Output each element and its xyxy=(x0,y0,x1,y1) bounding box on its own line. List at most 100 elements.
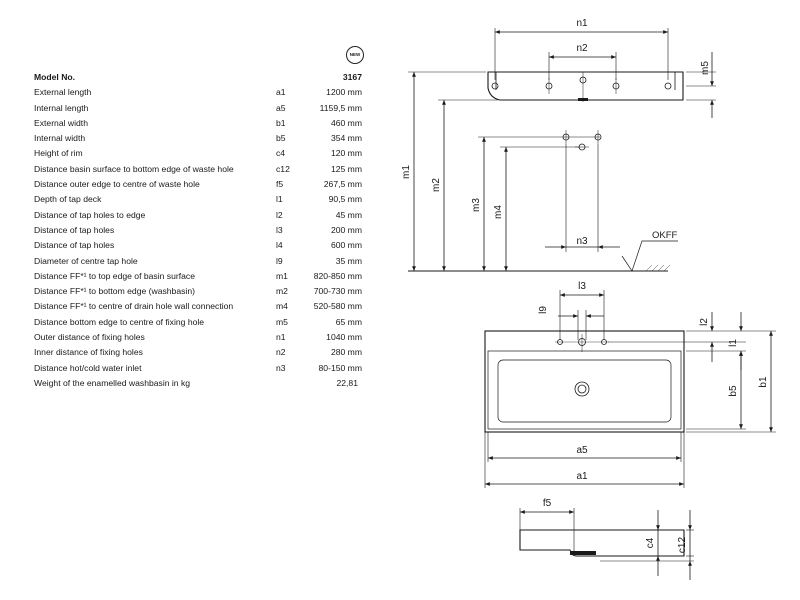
dim-l2: l2 xyxy=(699,318,710,326)
spec-row: Diameter of centre tap hole l9 35 mm xyxy=(34,254,374,269)
spec-value: 120 mm xyxy=(330,148,362,159)
spec-label: Height of rim xyxy=(34,148,83,159)
spec-code: c12 xyxy=(276,163,290,174)
spec-value: 700-730 mm xyxy=(313,286,362,297)
floor-marker xyxy=(621,240,678,272)
spec-code: l9 xyxy=(276,255,283,266)
spec-table: Model No. 3167 External length a1 1200 mm I… xyxy=(34,70,374,391)
spec-label: Diameter of centre tap hole xyxy=(34,255,138,266)
spec-label: Distance basin surface to bottom edge of… xyxy=(34,163,234,174)
spec-code: n3 xyxy=(276,362,286,373)
spec-code: l3 xyxy=(276,224,283,235)
spec-value: 267,5 mm xyxy=(323,179,362,190)
spec-code: m1 xyxy=(276,270,288,281)
spec-code: n2 xyxy=(276,347,286,358)
dim-c4: c4 xyxy=(645,537,656,548)
spec-label: External length xyxy=(34,87,92,98)
spec-label: Inner distance of fixing holes xyxy=(34,347,143,358)
spec-label: Distance FF*¹ to bottom edge (washbasin) xyxy=(34,286,195,297)
dim-l9: l9 xyxy=(538,306,549,314)
dim-m4: m4 xyxy=(493,205,504,219)
spec-code: c4 xyxy=(276,148,286,159)
spec-value: 354 mm xyxy=(330,133,362,144)
spec-value: 80-150 mm xyxy=(318,362,362,373)
floor-label: OKFF xyxy=(652,230,678,241)
spec-label: Distance of tap holes xyxy=(34,224,115,235)
spec-value: 45 mm xyxy=(335,209,362,220)
spec-label: Distance of tap holes xyxy=(34,240,115,251)
spec-value: 1040 mm xyxy=(326,332,362,343)
dim-f5: f5 xyxy=(543,498,552,509)
dim-m5: m5 xyxy=(700,61,711,75)
spec-row: Distance of tap holes to edge l2 45 mm xyxy=(34,208,374,223)
spec-code: b1 xyxy=(276,117,286,128)
spec-label: External width xyxy=(34,117,88,128)
spec-code: n1 xyxy=(276,332,286,343)
spec-code: m4 xyxy=(276,301,288,312)
weight-row: Weight of the enamelled washbasin in kg … xyxy=(34,376,374,391)
spec-row: Distance bottom edge to centre of fixing… xyxy=(34,315,374,330)
dim-m2: m2 xyxy=(431,178,442,192)
spec-value: 125 mm xyxy=(330,163,362,174)
spec-value: 200 mm xyxy=(330,224,362,235)
spec-row: External length a1 1200 mm xyxy=(34,85,374,100)
basin-section-profile xyxy=(519,529,685,557)
spec-header-row: Model No. 3167 xyxy=(34,70,374,85)
spec-code: b5 xyxy=(276,133,286,144)
spec-label: Internal length xyxy=(34,102,89,113)
spec-value: 90,5 mm xyxy=(328,194,362,205)
spec-code: l2 xyxy=(276,209,283,220)
model-number: 3167 xyxy=(342,72,362,82)
fixing-hole xyxy=(664,82,672,90)
spec-label: Internal width xyxy=(34,133,86,144)
spec-code: f5 xyxy=(276,179,284,190)
spec-label: Distance of tap holes to edge xyxy=(34,209,146,220)
dim-a1: a1 xyxy=(576,471,588,482)
dim-m1: m1 xyxy=(401,165,412,179)
dim-l3: l3 xyxy=(578,281,586,292)
spec-label: Depth of tap deck xyxy=(34,194,102,205)
spec-label: Distance outer edge to centre of waste h… xyxy=(34,179,200,190)
spec-label: Distance hot/cold water inlet xyxy=(34,362,142,373)
dim-n1: n1 xyxy=(576,18,588,29)
basin-top-outline xyxy=(484,330,685,433)
spec-row: Distance FF*¹ to top edge of basin surfa… xyxy=(34,269,374,284)
fixing-hole xyxy=(491,82,499,90)
spec-code: m2 xyxy=(276,286,288,297)
spec-row: Height of rim c4 120 mm xyxy=(34,146,374,161)
spec-value: 35 mm xyxy=(335,255,362,266)
side-view: n1 n2 m5 m1 m2 m3 m4 xyxy=(401,18,716,272)
dim-b5: b5 xyxy=(728,385,739,397)
model-label: Model No. xyxy=(34,72,76,82)
weight-value: 22,81 xyxy=(336,377,358,388)
spec-value: 1159,5 mm xyxy=(319,102,362,113)
spec-value: 1200 mm xyxy=(326,87,362,98)
spec-code: a5 xyxy=(276,102,286,113)
dim-m3: m3 xyxy=(471,198,482,212)
new-badge: NEW xyxy=(346,46,364,64)
section-view: f5 c4 c12 xyxy=(519,498,694,580)
spec-rows: External length a1 1200 mm Internal length a… xyxy=(34,85,374,376)
dim-b1: b1 xyxy=(758,376,769,388)
spec-value: 600 mm xyxy=(330,240,362,251)
spec-code: l4 xyxy=(276,240,283,251)
basin-side-profile xyxy=(487,71,684,101)
spec-row: Distance outer edge to centre of waste h… xyxy=(34,177,374,192)
spec-row: Distance FF*¹ to centre of drain hole wa… xyxy=(34,299,374,314)
spec-row: Internal length a5 1159,5 mm xyxy=(34,101,374,116)
spec-value: 820-850 mm xyxy=(313,270,362,281)
dim-n2: n2 xyxy=(576,43,588,54)
basin-bowl-outline xyxy=(487,350,682,430)
spec-label: Distance FF*¹ to top edge of basin surfa… xyxy=(34,270,195,281)
dim-c12: c12 xyxy=(677,537,688,554)
dim-n3: n3 xyxy=(576,236,588,247)
top-view: l3 l9 l2 l1 b5 b1 a5 a1 xyxy=(484,281,776,488)
spec-code: a1 xyxy=(276,87,286,98)
spec-label: Outer distance of fixing holes xyxy=(34,332,145,343)
spec-code: l1 xyxy=(276,194,283,205)
dim-l1: l1 xyxy=(728,339,739,347)
spec-row: Outer distance of fixing holes n1 1040 mm xyxy=(34,330,374,345)
